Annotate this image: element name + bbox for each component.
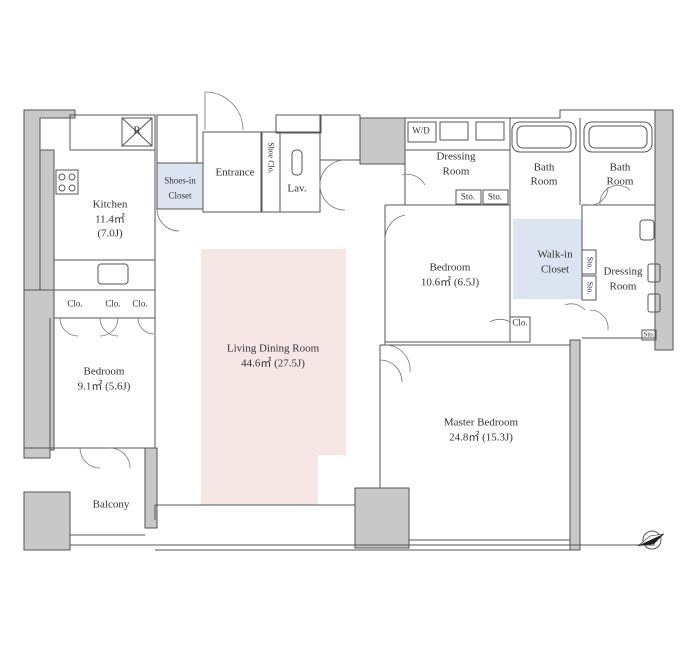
north-arrow-icon (637, 530, 665, 550)
closet-label: Clo. (67, 298, 83, 309)
refrigerator-label: R (133, 124, 141, 137)
entrance-label: Entrance (215, 166, 255, 179)
wd-label: W/D (412, 125, 430, 136)
lav-label: Lav. (287, 182, 307, 195)
balcony-label: Balcony (92, 498, 130, 511)
storage-label: Sto. (460, 191, 476, 202)
storage-label: Sto. (585, 281, 595, 295)
wall-lines (49, 109, 661, 551)
exterior-walls (23, 109, 674, 551)
closet-label: Clo. (512, 317, 528, 328)
walk-in-closet-highlight (157, 163, 582, 299)
storage-label: Sto. (643, 330, 655, 339)
living-highlight-area (201, 249, 346, 505)
storage-label: Sto. (585, 256, 595, 270)
closet-label: Clo. (105, 298, 121, 309)
shoe-closet-label: Shoe Clo. (266, 142, 276, 174)
closet-label: Clo. (132, 298, 148, 309)
door-swings (59, 91, 631, 469)
storage-label: Sto. (487, 191, 503, 202)
